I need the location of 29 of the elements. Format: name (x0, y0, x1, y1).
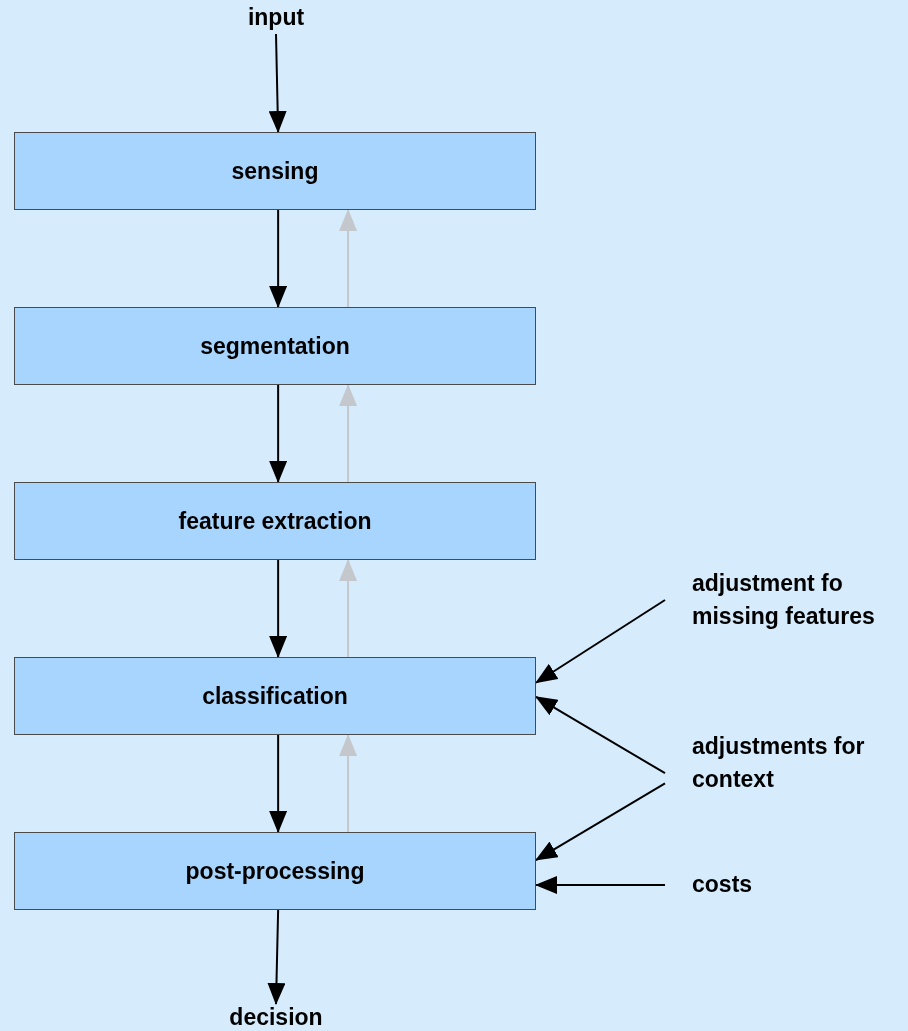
arrow (269, 734, 288, 833)
flow-label: adjustments for context (692, 731, 866, 794)
process-box (14, 132, 536, 210)
process-label: sensing (231, 157, 319, 185)
arrow (267, 909, 286, 1005)
arrow (269, 209, 288, 308)
flow-label: adjustment fo missing features (692, 568, 876, 631)
process-box (14, 307, 536, 385)
arrow (535, 599, 666, 684)
arrow (535, 876, 666, 895)
arrow (339, 209, 358, 308)
process-label: classification (202, 682, 348, 710)
flow-label: input (247, 3, 305, 33)
process-label: feature extraction (178, 507, 372, 535)
arrow (339, 559, 358, 658)
arrow (535, 695, 666, 775)
flow-label: costs (692, 870, 753, 900)
arrow (339, 734, 358, 833)
arrow (339, 384, 358, 483)
flow-label: decision (229, 1003, 323, 1031)
process-box (14, 832, 536, 910)
process-box (14, 657, 536, 735)
process-label: post-processing (185, 857, 365, 885)
process-label: segmentation (200, 332, 350, 360)
arrow (269, 559, 288, 658)
arrow (268, 33, 287, 133)
arrow (269, 384, 288, 483)
arrow (535, 782, 666, 862)
process-box (14, 482, 536, 560)
